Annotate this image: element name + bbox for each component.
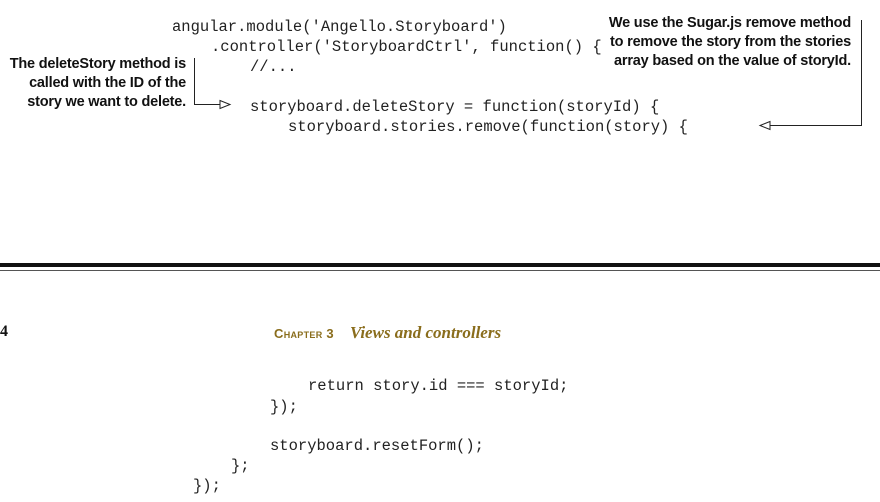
- code-line-reset-form: storyboard.resetForm();: [270, 437, 484, 455]
- code-line-comment: //...: [250, 58, 297, 76]
- page-break-rule: [0, 263, 880, 267]
- page-number: 4: [0, 323, 8, 340]
- code-line-close-function: };: [231, 457, 250, 475]
- code-line-module: angular.module('Angello.Storyboard'): [172, 18, 507, 36]
- code-line-close-remove: });: [270, 398, 298, 416]
- chapter-label: Chapter 3: [274, 326, 334, 341]
- running-header: Chapter 3 Views and controllers: [274, 323, 501, 343]
- page-break-rule-thin: [0, 270, 880, 271]
- annotation-delete-story: The deleteStory method is called with th…: [9, 56, 186, 110]
- chapter-title: Views and controllers: [349, 323, 502, 342]
- code-line-controller: .controller('StoryboardCtrl', function()…: [211, 38, 602, 56]
- code-line-delete-story: storyboard.deleteStory = function(storyI…: [250, 98, 660, 116]
- annotation-sugar-remove: We use the Sugar.js remove method to rem…: [608, 15, 851, 69]
- code-line-remove: storyboard.stories.remove(function(story…: [288, 118, 688, 136]
- code-line-return: return story.id === storyId;: [308, 377, 569, 395]
- callout-left-line: [194, 58, 232, 110]
- callout-right-line: [758, 20, 862, 131]
- code-line-close-controller: });: [193, 477, 221, 495]
